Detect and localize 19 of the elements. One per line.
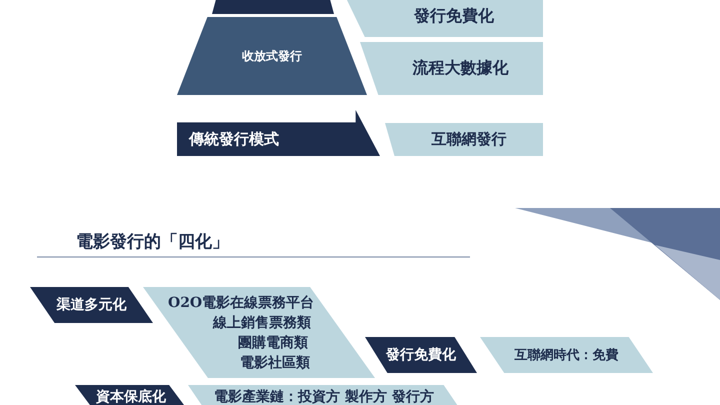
label-text: 發行免費化 [414, 6, 494, 27]
label-text: 收放式發行 [242, 48, 302, 64]
parallelogram-box [360, 42, 543, 95]
label-text: 互聯網時代：免費 [514, 347, 618, 364]
parallelogram-box [385, 123, 543, 156]
pyramid-tier [212, 0, 334, 14]
label-text: 流程大數據化 [412, 58, 508, 79]
list-item: 團購電商類 [238, 334, 308, 352]
list-item: 線上銷售票務類 [213, 314, 311, 332]
parallelogram-box [345, 0, 543, 37]
label-text: 電影產業鏈：投資方 製作方 發行方 [214, 388, 434, 405]
list-item: 電影社區類 [240, 354, 310, 372]
list-item: O2O電影在線票務平台 [168, 294, 314, 312]
label-text: 互聯網發行 [432, 130, 506, 149]
label-text: 傳統發行模式 [189, 130, 279, 148]
label-text: 渠道多元化 [56, 296, 126, 314]
label-text: 資本保底化 [96, 388, 166, 405]
section-title: 電影發行的「四化」 [76, 231, 229, 253]
label-text: 發行免費化 [386, 346, 456, 364]
